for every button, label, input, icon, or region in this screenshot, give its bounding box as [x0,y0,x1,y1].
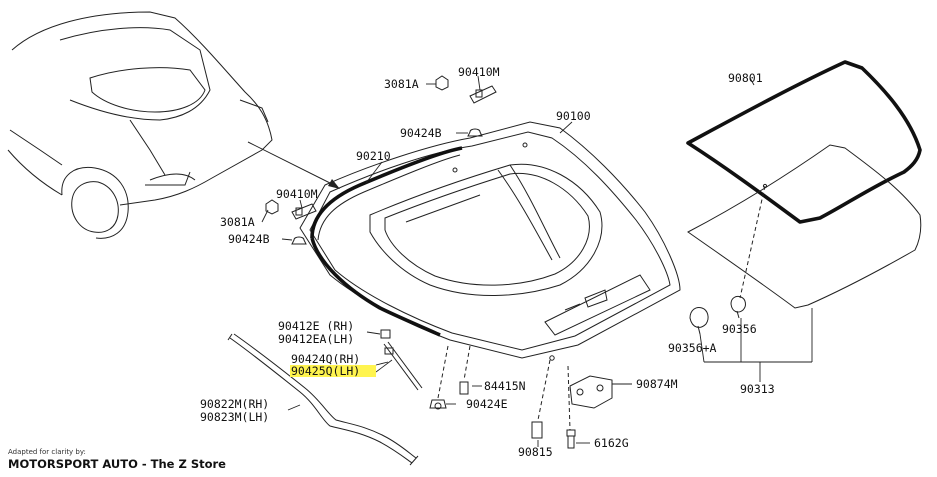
part-highlight [290,365,376,377]
direction-arrow [247,141,340,189]
label-90424b-mid: 90424B [228,232,270,246]
leader-lines [261,75,813,447]
label-90412ea: 90412EA(LH) [278,332,354,346]
label-90823m: 90823M(LH) [200,410,269,424]
gas-stays [380,329,423,391]
label-90313: 90313 [740,382,775,396]
label-90424q: 90424Q(RH) [291,352,360,366]
hinge-mid [265,199,317,245]
label-90822m: 90822M(RH) [200,397,269,411]
label-3081a-mid: 3081A [220,215,255,229]
label-90815: 90815 [518,445,553,459]
credit-store-name: MOTORSPORT AUTO - The Z Store [8,457,226,471]
glass-clips [689,295,746,335]
rear-glass [686,60,922,309]
label-3081a-top: 3081A [384,77,419,91]
credit-adapted-by: Adapted for clarity by: [8,448,86,456]
label-84415n: 84415N [484,379,526,393]
lock-bracket [531,359,613,449]
label-90356: 90356 [722,322,757,336]
label-90356a: 90356+A [668,341,717,355]
lower-moulding [227,333,419,466]
label-90801: 90801 [728,71,763,85]
label-90412e: 90412E (RH) [278,319,354,333]
label-90424e: 90424E [466,397,508,411]
label-90424b-top: 90424B [400,126,442,140]
label-90874m: 90874M [636,377,678,391]
label-90210: 90210 [356,149,391,163]
bumper-stops [429,345,471,410]
car-outline [7,11,273,239]
label-90410m-mid: 90410M [276,187,318,201]
label-6162g: 6162G [594,436,629,450]
part-labels: 3081A 90410M 90424B 90100 90210 90410M 3… [200,65,775,459]
weatherstrip-seal [310,146,463,337]
label-90425q: 90425Q(LH) [291,364,360,378]
label-90410m-top: 90410M [458,65,500,79]
label-90100: 90100 [556,109,591,123]
hinge-top [435,75,497,137]
